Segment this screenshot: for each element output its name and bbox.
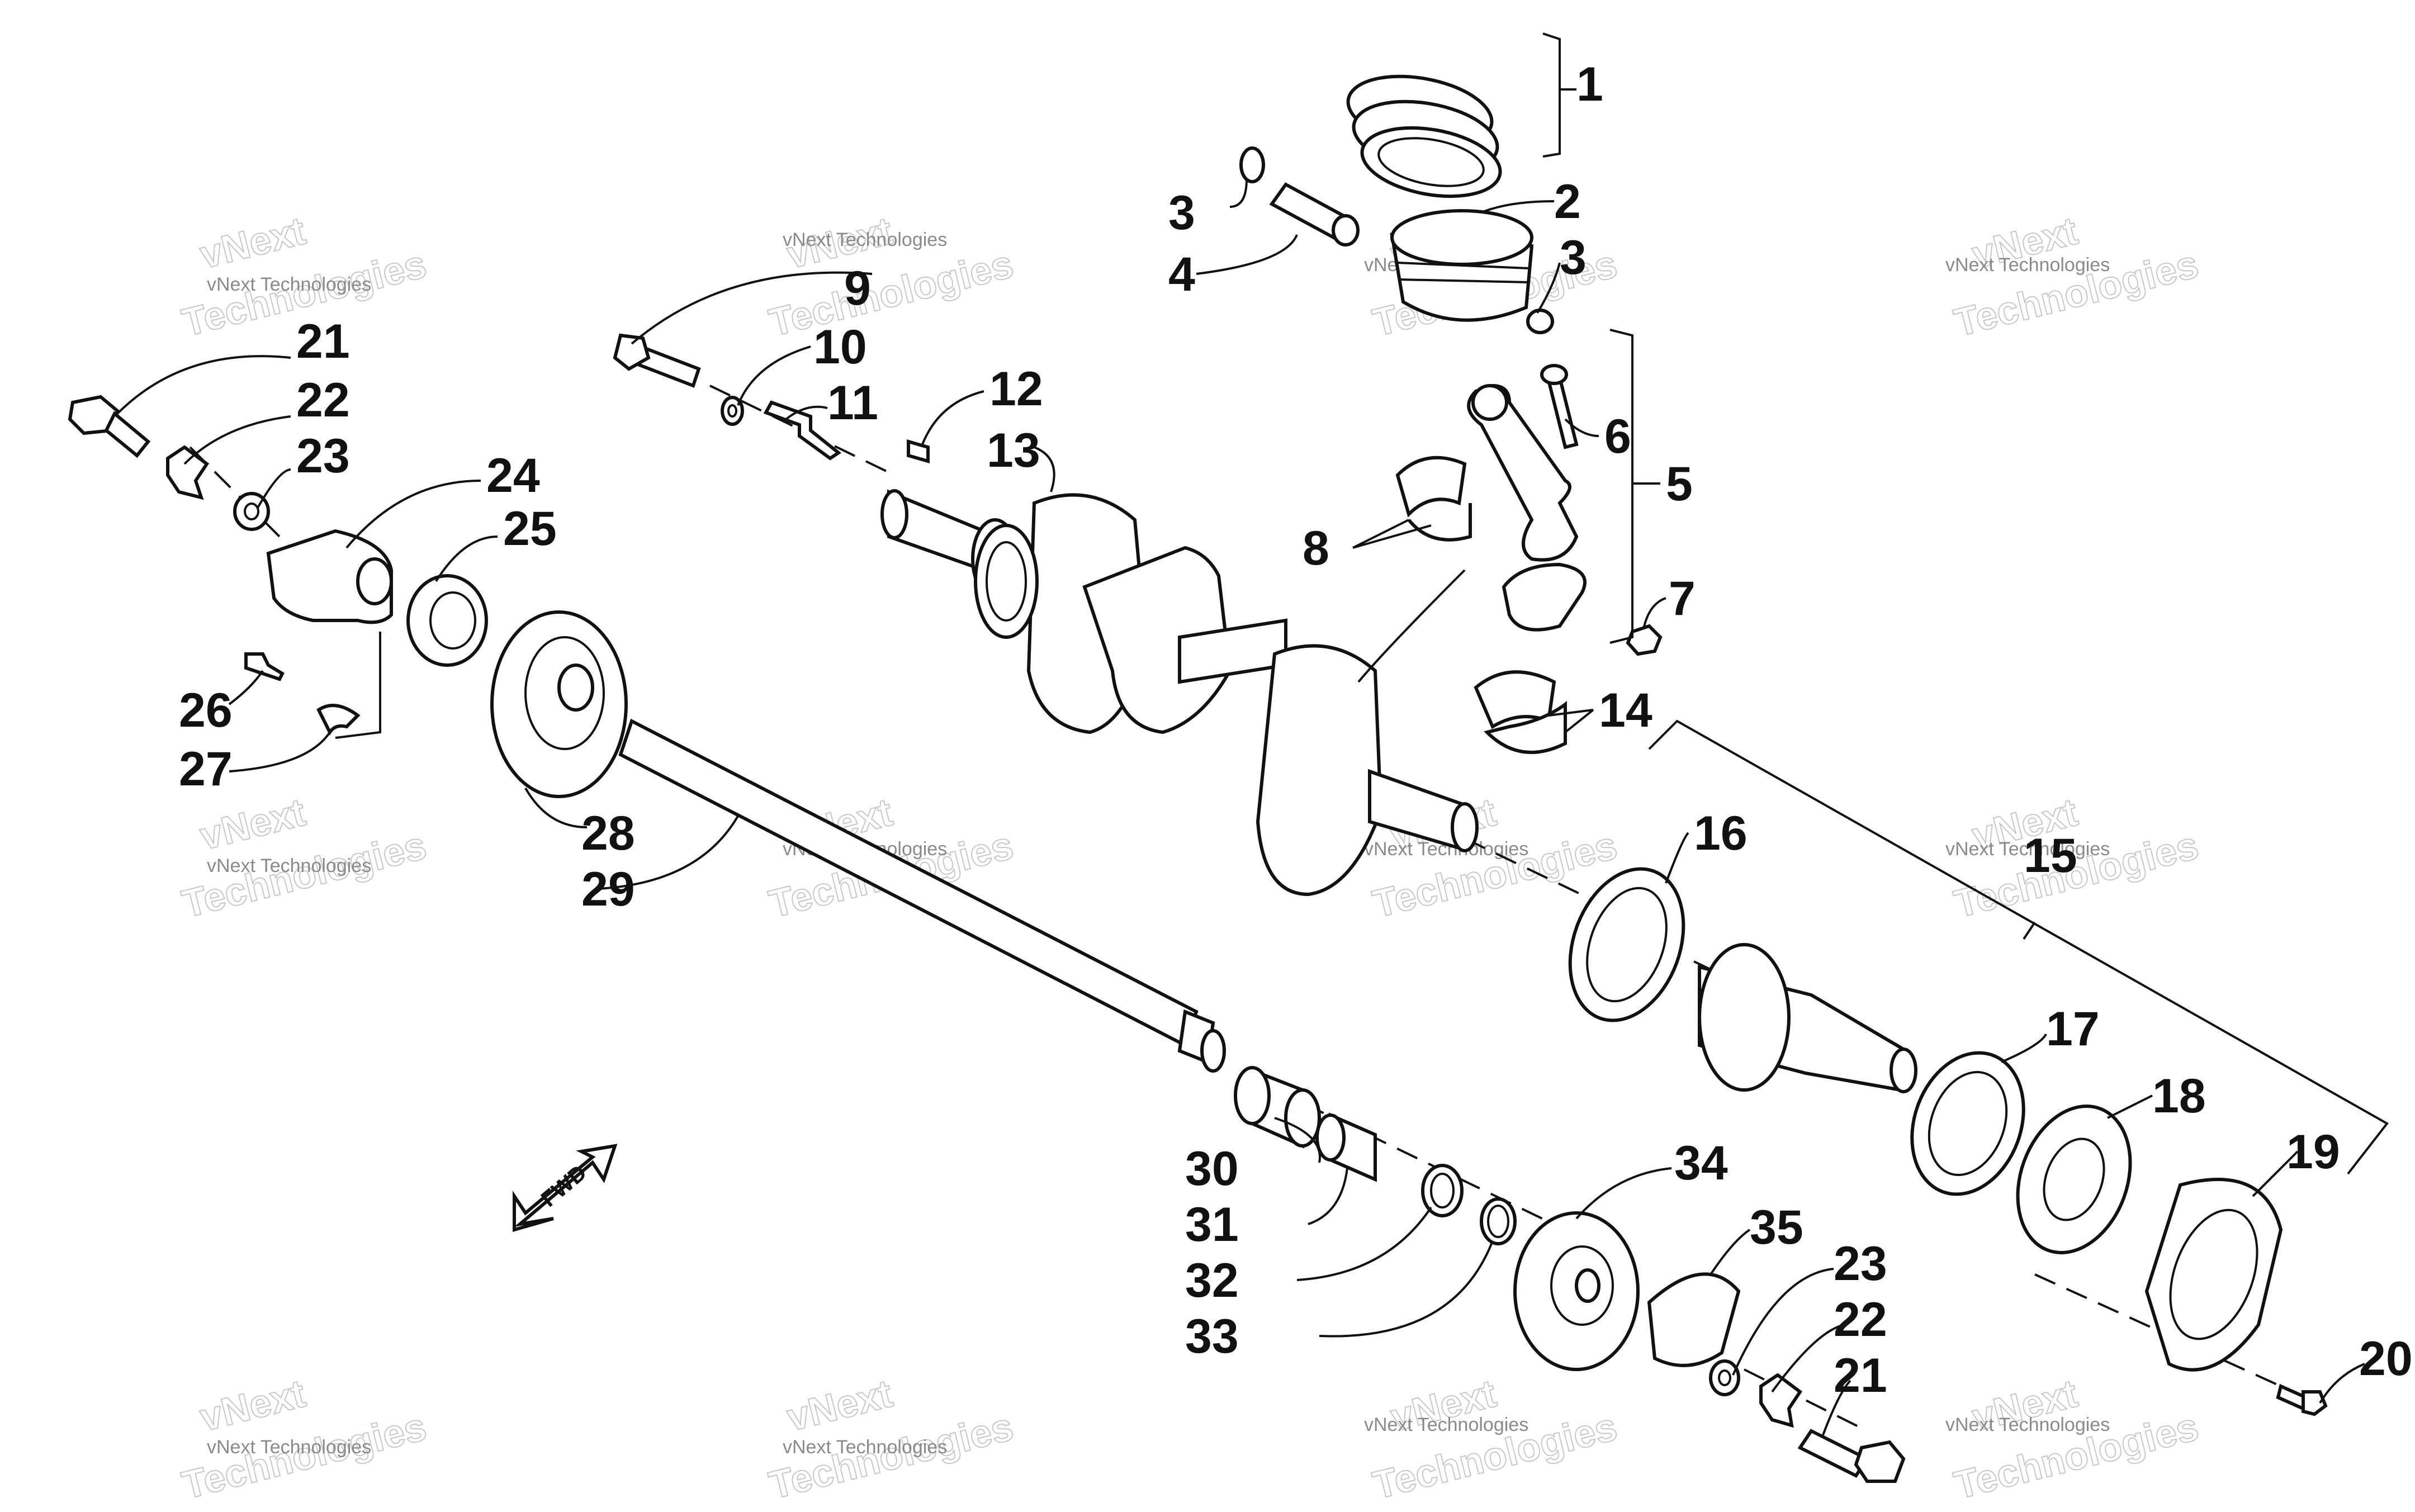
- callout-17: 17: [2046, 1002, 2100, 1056]
- hex-bolt-right: [1797, 1429, 1906, 1483]
- callout-3b: 3: [1560, 231, 1587, 285]
- callout-18: 18: [2152, 1069, 2206, 1123]
- svg-text:vNext: vNext: [783, 1371, 897, 1439]
- lock-tab-right: [1759, 1373, 1803, 1428]
- svg-text:vNext Technologies: vNext Technologies: [207, 1437, 371, 1458]
- svg-text:vNext Technologies: vNext Technologies: [207, 274, 371, 295]
- drive-gear: [1513, 1211, 1640, 1371]
- crank-bolt: [613, 333, 701, 388]
- callout-30: 30: [1185, 1142, 1239, 1196]
- balance-weight: [266, 529, 393, 624]
- callout-23: 23: [296, 429, 350, 483]
- rod-bolt: [1540, 364, 1579, 449]
- balance-shaft: [618, 718, 1226, 1073]
- callout-21: 21: [296, 315, 350, 368]
- watermark: vNext Technologies: [764, 1371, 1018, 1508]
- piston: [1390, 209, 1534, 322]
- svg-text:vNext Technologies: vNext Technologies: [207, 855, 371, 876]
- callout-34: 34: [1674, 1136, 1728, 1190]
- retainer-left: [316, 704, 361, 736]
- svg-text:vNext Technologies: vNext Technologies: [783, 1437, 947, 1458]
- housing-screw: [2276, 1383, 2328, 1416]
- lock-tab-left: [166, 445, 210, 500]
- callout-15: 15: [2024, 829, 2077, 883]
- svg-text:vNext Technologies: vNext Technologies: [1945, 838, 2110, 860]
- leader-lines: [116, 32, 2389, 1437]
- watermark: vNext Technologies: [177, 1371, 431, 1508]
- callout-21b: 21: [1834, 1349, 1887, 1402]
- callout-14: 14: [1599, 684, 1652, 737]
- woodruff-key: [907, 439, 930, 463]
- callout-33: 33: [1185, 1310, 1239, 1363]
- oil-seal-large: [1568, 867, 1685, 1022]
- piston-pin: [1269, 182, 1360, 247]
- ball-bearing-left: [406, 574, 488, 667]
- piston-pin-clip: [1239, 146, 1554, 334]
- svg-text:vNext Technologies: vNext Technologies: [783, 229, 947, 250]
- callout-16: 16: [1694, 807, 1748, 860]
- callout-24: 24: [486, 449, 540, 503]
- bearing-housing: [2144, 1178, 2283, 1372]
- callout-13: 13: [987, 424, 1040, 477]
- ball-bearing-right: [2016, 1105, 2132, 1254]
- needle-cage: [1315, 1112, 1377, 1182]
- washer-right: [1709, 1359, 1740, 1396]
- callout-35: 35: [1750, 1201, 1803, 1254]
- callout-2: 2: [1554, 175, 1581, 229]
- callout-22: 22: [296, 373, 350, 427]
- svg-text:vNext Technologies: vNext Technologies: [1364, 1414, 1528, 1435]
- crank-gear: [974, 524, 1039, 639]
- callout-7: 7: [1669, 572, 1696, 625]
- callout-20: 20: [2359, 1332, 2413, 1386]
- callout-9: 9: [844, 262, 871, 315]
- driven-gear: [490, 610, 628, 798]
- watermark: vNext Technologies: [764, 208, 1018, 345]
- needle-bearing: [1234, 1066, 1321, 1149]
- svg-text:vNext: vNext: [196, 208, 310, 277]
- svg-text:vNext: vNext: [196, 1371, 310, 1439]
- callout-1: 1: [1576, 58, 1603, 111]
- main-bearing: [1474, 670, 1567, 754]
- snap-ring: [1421, 1164, 1464, 1217]
- callout-26: 26: [179, 684, 233, 737]
- callout-numbers: 1 2 3 3 4 5 6 7 8 9 10 11 12 13 14 15 16…: [179, 58, 2413, 1402]
- callout-3: 3: [1168, 186, 1195, 240]
- connecting-rod: [1467, 383, 1587, 632]
- rod-nut: [1626, 624, 1663, 656]
- rod-bearing-shell: [1395, 456, 1472, 542]
- piston-rings: [1346, 74, 1502, 198]
- thrust-washer: [1480, 1197, 1517, 1245]
- callout-4: 4: [1168, 248, 1195, 301]
- callout-8: 8: [1303, 522, 1329, 575]
- counter-weight: [1647, 1272, 1741, 1367]
- callout-28: 28: [581, 807, 635, 860]
- callout-25: 25: [503, 502, 557, 556]
- oil-seal-small: [1910, 1051, 2025, 1196]
- callout-19: 19: [2286, 1125, 2340, 1179]
- callout-22b: 22: [1834, 1293, 1887, 1347]
- callout-6: 6: [1604, 410, 1631, 463]
- callout-32: 32: [1185, 1254, 1239, 1307]
- screw-left: [244, 652, 285, 681]
- callout-23b: 23: [1834, 1237, 1887, 1291]
- callout-12: 12: [989, 362, 1043, 416]
- callout-5: 5: [1666, 457, 1693, 511]
- crank-plate: [763, 400, 842, 461]
- callout-11: 11: [827, 376, 878, 430]
- callout-31: 31: [1185, 1198, 1239, 1252]
- callout-29: 29: [581, 862, 635, 916]
- callout-10: 10: [813, 320, 867, 374]
- hex-bolt-left: [68, 395, 151, 458]
- svg-text:vNext: vNext: [196, 790, 310, 858]
- svg-text:vNext Technologies: vNext Technologies: [1945, 254, 2110, 276]
- callout-27: 27: [179, 742, 233, 796]
- output-hub: [1698, 943, 1917, 1093]
- fwd-arrow: FWD: [513, 1144, 618, 1232]
- svg-text:vNext Technologies: vNext Technologies: [1945, 1414, 2110, 1435]
